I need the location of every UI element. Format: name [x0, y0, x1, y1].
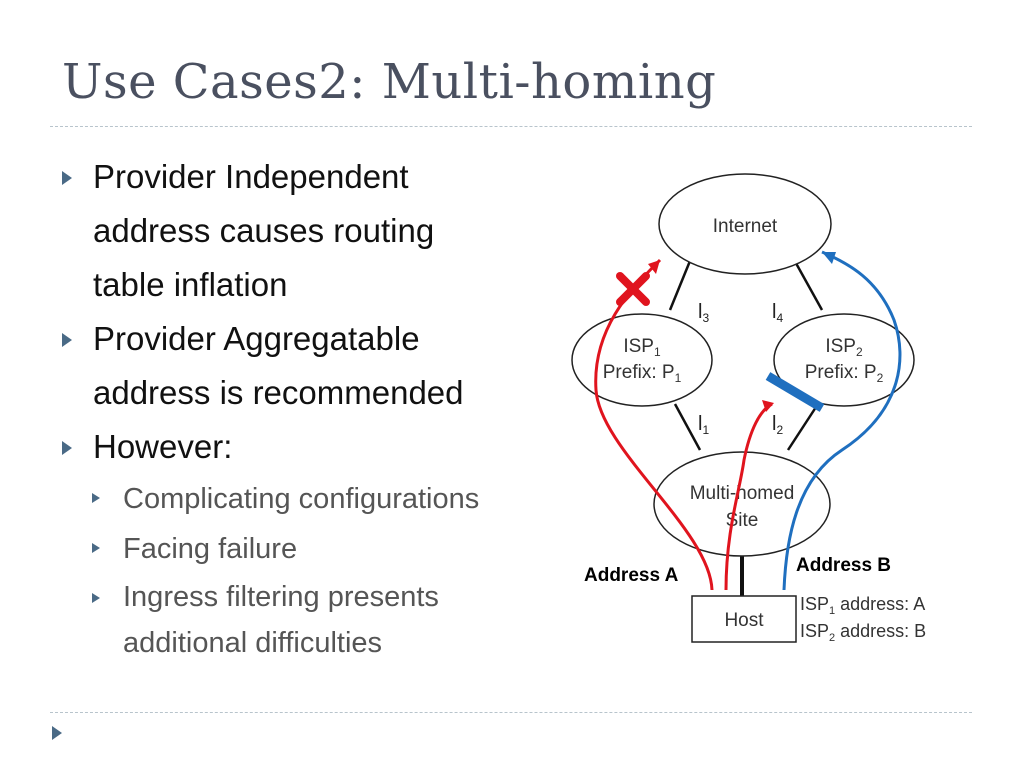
subbullet-arrow-icon	[92, 493, 100, 503]
blue-arrowhead-icon	[822, 252, 836, 264]
internet-node	[658, 173, 832, 275]
link-l4	[790, 255, 824, 311]
blocked-bar-icon	[765, 372, 825, 412]
bullet-arrow-icon	[62, 441, 72, 455]
bullet-however: However:	[62, 420, 582, 474]
link-l2	[786, 403, 820, 451]
link-l4-label: l4	[772, 301, 783, 325]
isp1-node	[571, 313, 713, 407]
bullet-text-line: address causes routing	[93, 212, 435, 249]
address-b-label: Address B	[796, 555, 891, 576]
internet-label: Internet	[713, 216, 778, 237]
address-a-label: Address A	[584, 565, 679, 586]
link-l1	[673, 403, 702, 451]
bullet-arrow-icon	[62, 171, 72, 185]
isp2-label: ISP2	[825, 336, 863, 359]
subbullet-arrow-icon	[92, 593, 100, 603]
bullet-text-line: Provider Independent	[93, 158, 409, 195]
bullet-list: Provider Independent address causes rout…	[62, 150, 582, 666]
footer-divider	[50, 712, 972, 713]
host-isp1-address: ISP1 address: A	[800, 594, 925, 617]
isp1-prefix: Prefix: P1	[603, 362, 682, 385]
link-l3	[668, 255, 694, 311]
subbullet-text-line: Ingress filtering presents	[123, 581, 439, 613]
bullet-provider-independent: Provider Independent address causes rout…	[62, 150, 582, 312]
subbullet-ingress: Ingress filtering presents additional di…	[62, 574, 582, 666]
isp2-node	[773, 313, 915, 407]
red-arrowhead-icon	[762, 400, 774, 412]
red-cross-icon	[616, 272, 650, 306]
subbullet-text-line: additional difficulties	[123, 627, 383, 659]
host-label: Host	[724, 610, 764, 631]
red-arrowhead-icon	[648, 260, 660, 274]
bullet-text-line: However:	[93, 428, 233, 465]
subbullet-text-line: Complicating configurations	[123, 483, 480, 515]
subbullet-failure: Facing failure	[62, 524, 582, 574]
bullet-arrow-icon	[62, 333, 72, 347]
bullet-text-line: Provider Aggregatable	[93, 320, 420, 357]
site-node	[653, 451, 831, 557]
subbullet-text-line: Facing failure	[123, 533, 298, 565]
subbullet-arrow-icon	[92, 543, 100, 553]
bullet-text-line: table inflation	[93, 266, 288, 303]
link-l1-label: l1	[698, 413, 709, 437]
host-isp2-address: ISP2 address: B	[800, 621, 926, 644]
bullet-provider-aggregatable: Provider Aggregatable address is recomme…	[62, 312, 582, 420]
site-label-line1: Multi-homed	[690, 483, 795, 504]
footer-arrow-icon	[52, 726, 62, 740]
bullet-text-line: address is recommended	[93, 374, 464, 411]
host-node	[691, 595, 797, 643]
isp1-label: ISP1	[623, 336, 661, 359]
blue-path-isp2	[782, 250, 902, 591]
red-path-isp2	[724, 402, 773, 591]
link-l3-label: l3	[698, 301, 709, 325]
slide-title: Use Cases2: Multi-homing	[62, 54, 717, 110]
subbullet-complicating: Complicating configurations	[62, 474, 582, 524]
title-divider	[50, 126, 972, 127]
isp2-prefix: Prefix: P2	[805, 362, 884, 385]
multihoming-diagram: Internet ISP1 Prefix: P1 ISP2 Prefix: P2…	[571, 173, 926, 644]
link-l2-label: l2	[772, 413, 783, 437]
